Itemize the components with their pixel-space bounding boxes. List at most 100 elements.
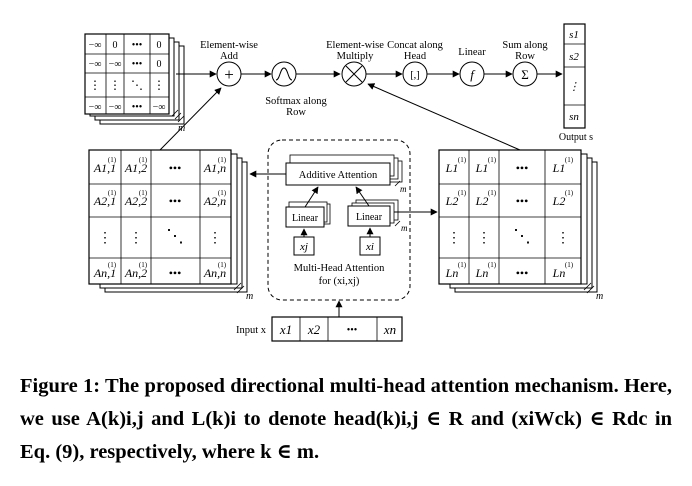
a-stack-label: m [246,291,253,302]
l-cell-2-3: ••• [516,194,529,208]
add-op: + Element-wise Add [200,40,258,87]
softmax-label-line1: Softmax along [265,96,327,107]
mask-cell-2-3: ••• [132,59,143,70]
input-cell-4: xn [383,322,396,337]
l-sup-2-1: (1) [458,189,467,197]
concat-label-line1: Concat along [387,40,443,51]
mask-cell-3-4: ⋮ [153,78,165,92]
a-sup-1-2: (1) [139,156,148,164]
input-label: Input x [236,325,267,336]
l-sup-1-1: (1) [458,156,467,164]
mask-matrix: −∞ 0 ••• 0 −∞ −∞ ••• 0 ⋮ ⋮ ⋱ ⋮ −∞ −∞ •••… [84,33,185,134]
figure-caption: Figure 1: The proposed directional multi… [20,370,672,469]
a-cell-2-3: ••• [169,194,182,208]
l-sup-4-2: (1) [488,261,497,269]
mask-cell-3-2: ⋮ [109,78,121,92]
mask-cell-2-2: −∞ [109,59,122,70]
l-cell-3-1: ⋮ [447,231,461,246]
xi-label: xi [365,241,374,253]
a-cell-3-4: ⋮ [208,231,222,246]
input-cell-1: x1 [279,322,292,337]
a-cell-2-4: A2,n [203,194,226,208]
a-cell-4-4: An,n [203,266,226,280]
l-sup-4-1: (1) [458,261,467,269]
input-cell-3: ••• [347,325,358,336]
plus-icon: + [224,65,234,84]
multiply-label-line2: Multiply [337,51,375,62]
linear-left-label: Linear [292,213,319,224]
l-cell-2-2: L2 [475,194,489,208]
a-sup-2-1: (1) [108,189,117,197]
mha-stack-label-top: m [400,184,407,194]
l-sup-4-4: (1) [565,261,574,269]
l-cell-4-4: Ln [552,266,566,280]
a-cell-1-2: A1,2 [124,161,147,175]
output-cell-3: ⋮ [569,81,580,93]
mask-cell-3-1: ⋮ [89,78,101,92]
mask-cell-2-4: 0 [157,59,162,70]
l-cell-2-1: L2 [445,194,459,208]
sigmoid-icon [275,67,293,81]
architecture-diagram: −∞ 0 ••• 0 −∞ −∞ ••• 0 ⋮ ⋮ ⋱ ⋮ −∞ −∞ •••… [84,23,603,342]
softmax-label-line2: Row [286,107,306,118]
add-label-line1: Element-wise [200,40,258,51]
xj-label: xj [299,241,308,253]
mask-cell-1-3: ••• [132,40,143,51]
attention-matrix: A1,1 A1,2 ••• A1,n A2,1 A2,2 ••• A2,n ⋮ … [88,149,253,302]
output-cell-1: s1 [569,29,579,41]
sum-op: Σ Sum along Row [502,40,548,87]
l-sup-2-2: (1) [488,189,497,197]
multi-head-attention-block: Additive Attention m Linear Linear m xj … [267,139,411,301]
input-cell-2: x2 [307,322,321,337]
a-sup-1-1: (1) [108,156,117,164]
a-cell-4-1: An,1 [93,266,116,280]
sum-label-line2: Row [515,51,535,62]
multiply-op: Element-wise Multiply [326,40,384,87]
mask-cell-4-2: −∞ [109,102,122,113]
caption-text: Figure 1: The proposed directional multi… [20,375,672,463]
l-cell-3-2: ⋮ [477,231,491,246]
multiply-label-line1: Element-wise [326,40,384,51]
sigma-icon: Σ [521,67,529,82]
l-cell-3-3: ⋱ [513,226,531,246]
additive-attention-label: Additive Attention [299,170,378,181]
l-cell-1-4: L1 [552,161,566,175]
output-cell-4: sn [569,111,579,123]
a-cell-2-2: A2,2 [124,194,147,208]
sum-label-line1: Sum along [502,40,548,51]
l-stack-label: m [596,291,603,302]
a-sup-4-4: (1) [218,261,227,269]
mask-cell-4-3: ••• [132,102,143,113]
a-cell-4-3: ••• [169,266,182,280]
times-icon [345,65,363,83]
concat-label-line2: Head [404,51,427,62]
output-cell-2: s2 [569,51,579,63]
a-sup-4-2: (1) [139,261,148,269]
concat-icon: [,] [410,70,420,81]
a-cell-1-3: ••• [169,161,182,175]
l-sup-1-4: (1) [565,156,574,164]
input-vector: Input x x1 x2 ••• xn [236,316,403,342]
a-cell-2-1: A2,1 [93,194,116,208]
a-cell-3-1: ⋮ [98,231,112,246]
l-cell-4-3: ••• [516,266,529,280]
a-cell-1-4: A1,n [203,161,226,175]
function-icon: f [470,67,476,82]
linear-op: f Linear [458,47,486,87]
a-cell-3-3: ⋱ [166,226,184,246]
mask-cell-4-4: −∞ [153,102,166,113]
l-cell-2-4: L2 [552,194,566,208]
mha-stack-label-right: m [401,223,408,233]
concat-op: [,] Concat along Head [387,40,444,87]
l-cell-4-1: Ln [445,266,459,280]
linear-label: Linear [458,47,486,58]
l-cell-1-2: L1 [475,161,489,175]
linear-right-label: Linear [356,212,383,223]
mask-cell-1-1: −∞ [89,40,102,51]
a-sup-4-1: (1) [108,261,117,269]
mask-cell-1-4: 0 [157,40,162,51]
mha-title-line1: Multi-Head Attention [294,263,385,274]
a-sup-1-4: (1) [218,156,227,164]
l-sup-1-2: (1) [488,156,497,164]
add-label-line2: Add [220,51,239,62]
